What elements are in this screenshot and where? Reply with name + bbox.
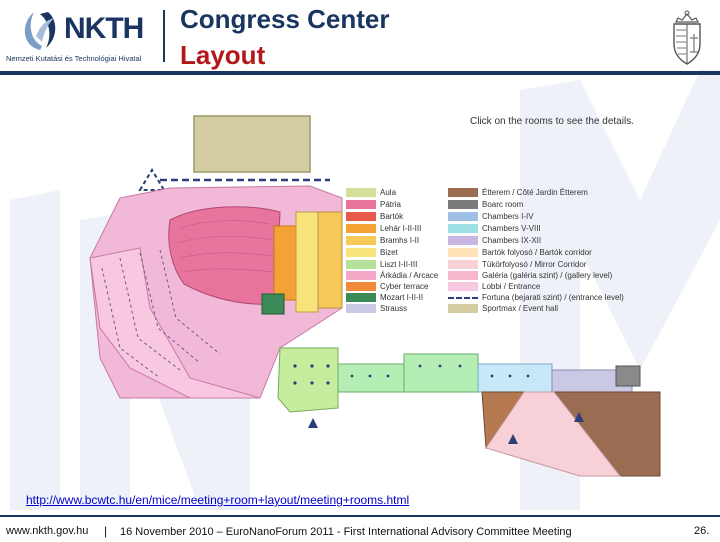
room-mozart [261, 293, 285, 315]
slide-title-line2: Layout [180, 40, 266, 70]
entrance-arrow-icon [574, 412, 584, 422]
room-arkadia [89, 247, 261, 399]
room-brahms [317, 211, 343, 309]
room-board-room [615, 365, 641, 387]
logo-wordmark: NKTH [64, 12, 144, 45]
room-mirror-corridor [485, 391, 622, 477]
room-patria [168, 206, 281, 305]
plan-instruction: Click on the rooms to see the details. [470, 116, 634, 127]
hungarian-coat-of-arms-icon [673, 10, 701, 65]
footer-event-text: 16 November 2010 – EuroNanoForum 2011 - … [120, 526, 572, 538]
entrance-arrow-icon [308, 418, 318, 428]
room-sportmax [193, 115, 311, 173]
slide-header: NKTH Nemzeti Kutatási és Technológiai Hi… [0, 0, 720, 76]
header-rule [0, 71, 720, 75]
nkth-logo: NKTH Nemzeti Kutatási és Technológiai Hi… [4, 2, 164, 68]
slide-footer: www.nkth.gov.hu | 16 November 2010 – Eur… [0, 515, 720, 542]
room-chambers-i-iv [403, 353, 479, 393]
nkth-swirl-icon [24, 12, 56, 50]
entrance-arrow-icon [508, 434, 518, 444]
header-divider [163, 10, 165, 62]
meeting-rooms-link[interactable]: http://www.bcwtc.hu/en/mice/meeting+room… [26, 493, 410, 507]
page-number: 26. [694, 525, 710, 537]
room-chambers-ix-xii [477, 363, 553, 393]
logo-subtitle: Nemzeti Kutatási és Technológiai Hivatal [6, 54, 142, 63]
room-chambers-v-viii [337, 363, 405, 393]
footer-separator: | [104, 524, 108, 538]
footer-website: www.nkth.gov.hu [6, 525, 89, 537]
room-lehar [273, 225, 297, 301]
congress-center-floor-plan [89, 115, 661, 477]
room-liszt [277, 347, 339, 413]
entrance-arrow-icon [138, 168, 166, 191]
slide-title-line1: Congress Center [180, 4, 390, 34]
room-bizet [295, 211, 319, 313]
